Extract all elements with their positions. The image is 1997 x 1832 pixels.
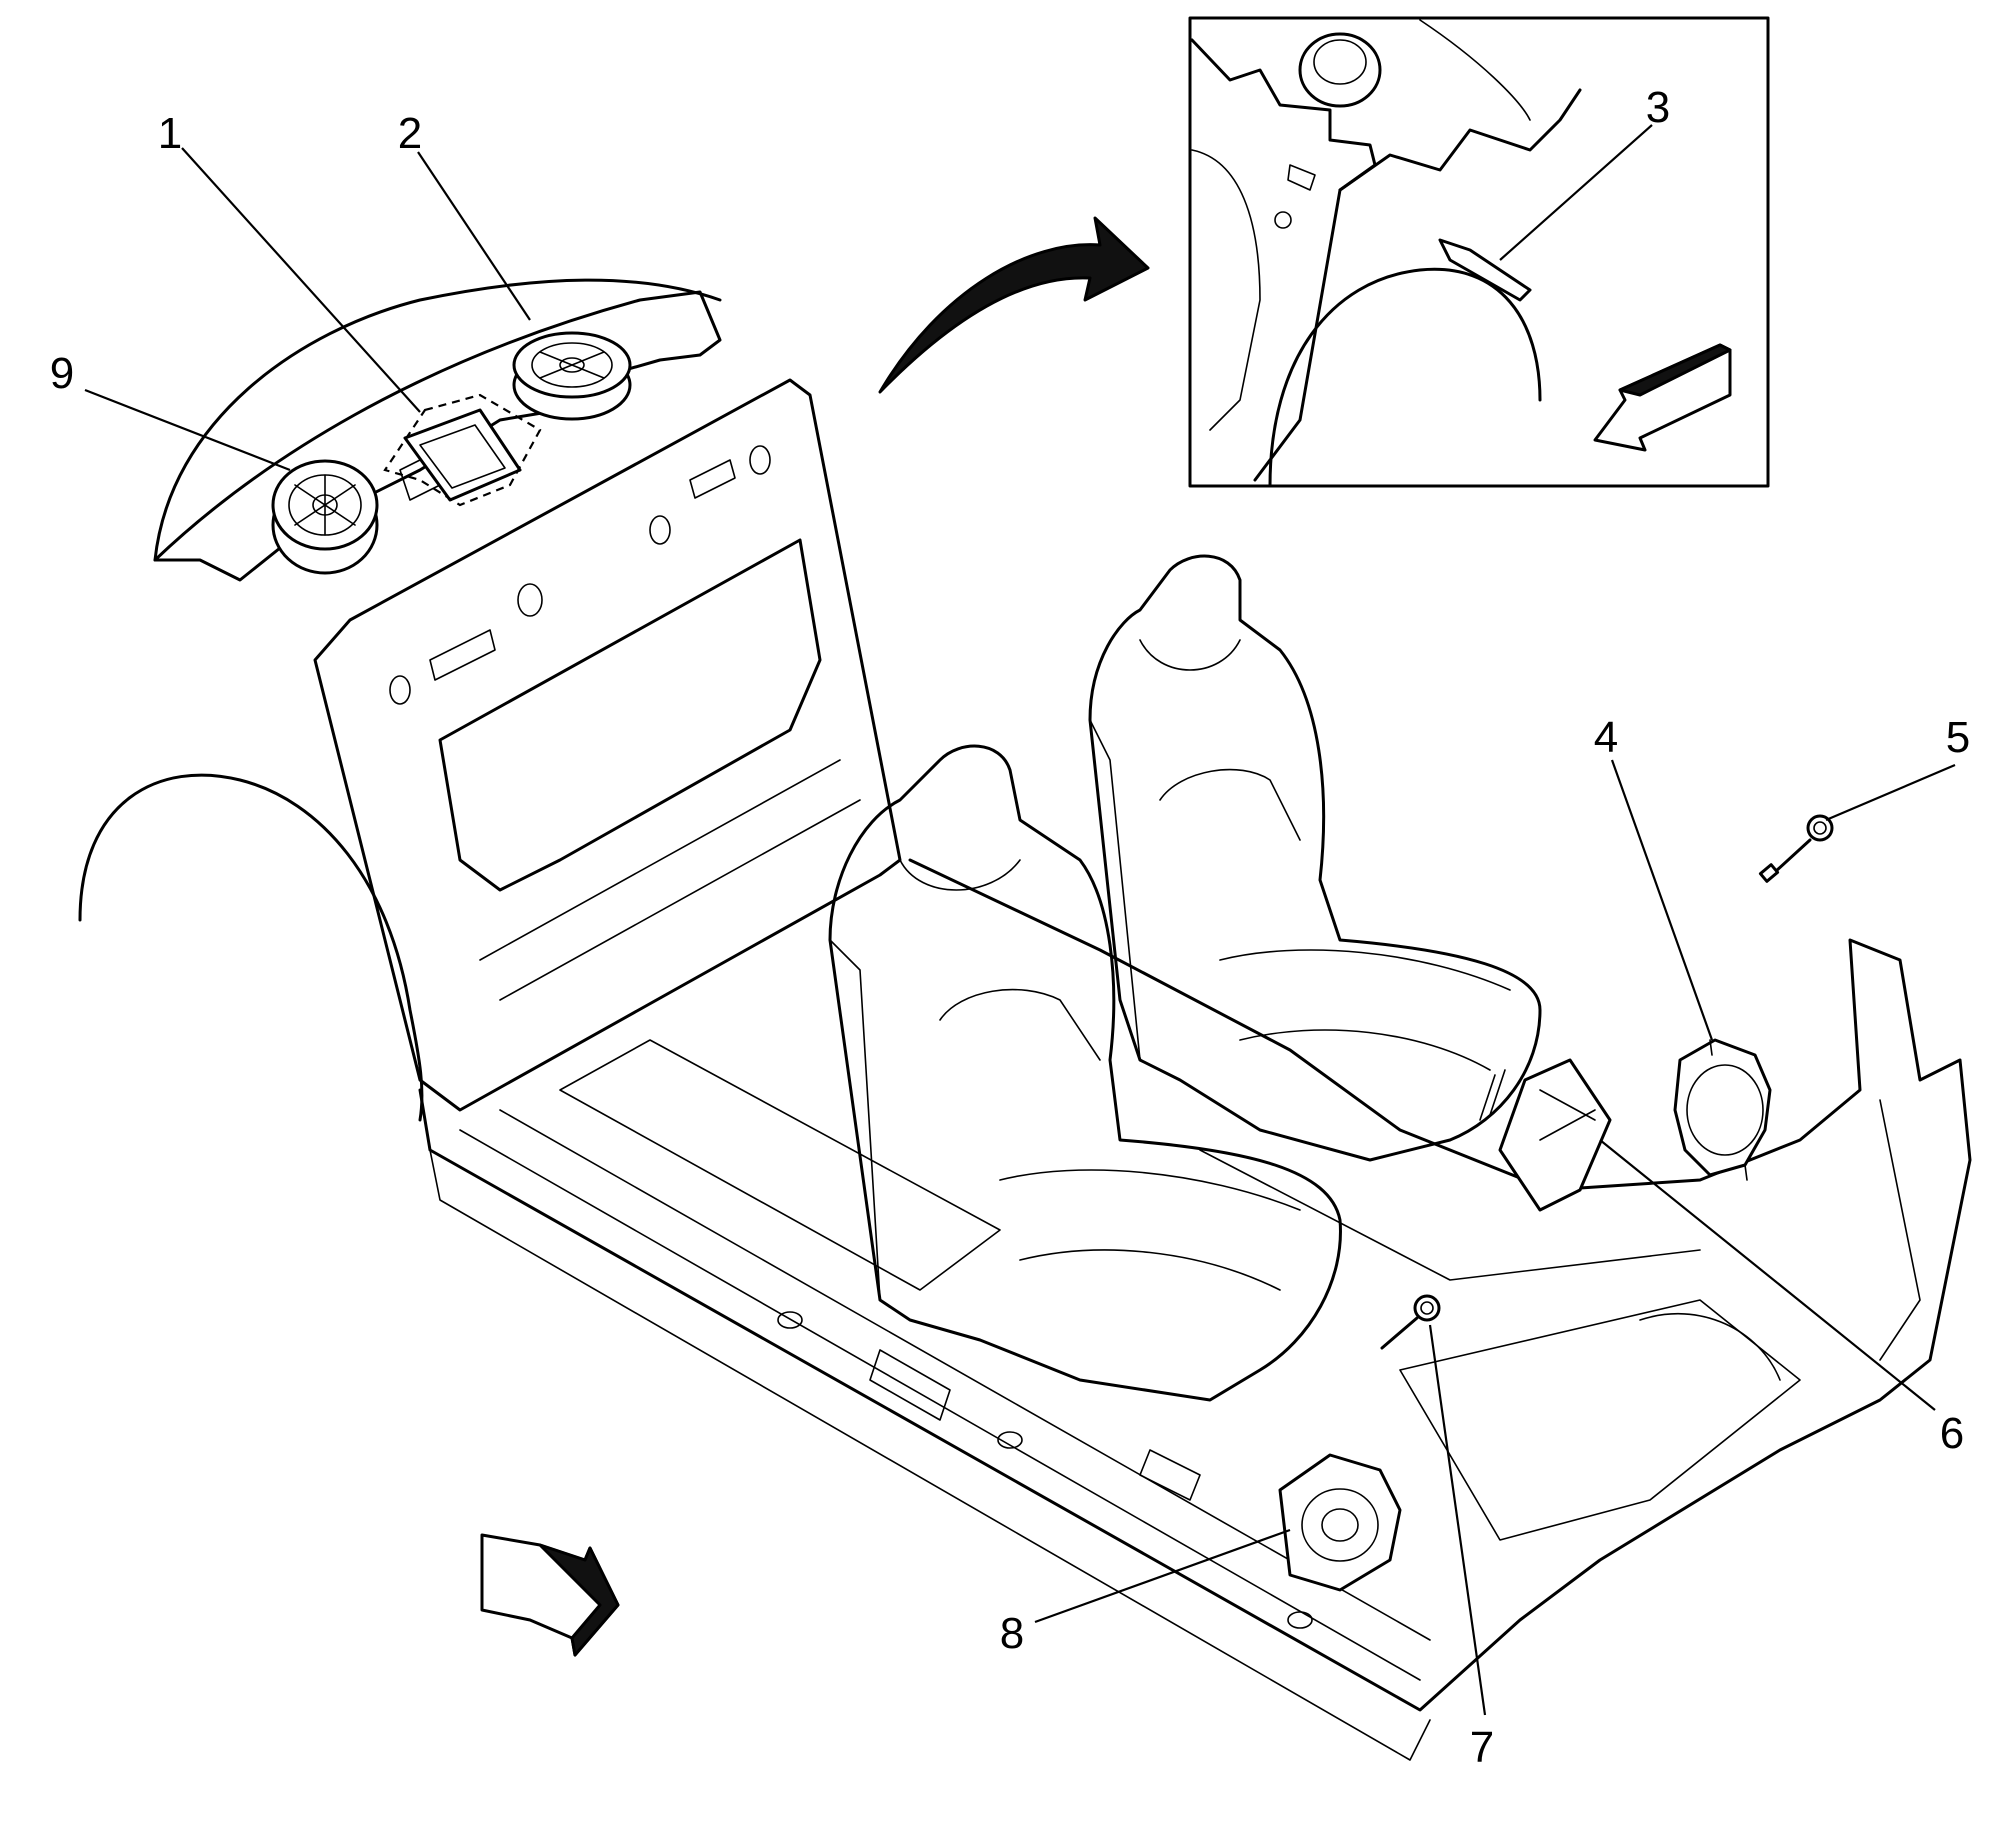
callout-1: 1 (158, 109, 182, 158)
left-seat (828, 744, 1342, 1402)
leader-6 (1599, 1139, 1936, 1411)
left-rear-shelf-speaker (271, 459, 379, 575)
leader-8 (1034, 1528, 1291, 1624)
tweeter-speaker (1758, 814, 1834, 883)
inset-front-direction-arrow (1593, 343, 1732, 452)
leader-9 (84, 388, 291, 472)
callout-5: 5 (1946, 713, 1970, 762)
leader-3 (1499, 124, 1653, 261)
rear-bulkhead-panel (313, 378, 902, 1112)
leader-5 (1825, 763, 1956, 822)
right-rear-shelf-speaker (512, 331, 632, 421)
callout-8: 8 (1000, 1609, 1024, 1658)
callout-3: 3 (1646, 83, 1670, 132)
detail-inset-box (1188, 16, 1770, 488)
left-door-speaker (1278, 1453, 1402, 1592)
callout-6: 6 (1940, 1409, 1964, 1458)
floor-pan (418, 858, 1972, 1761)
right-front-door-speaker (1673, 1038, 1772, 1181)
callout-7: 7 (1470, 1723, 1494, 1772)
callout-4: 4 (1594, 713, 1618, 762)
callout-2: 2 (398, 109, 422, 158)
radio-control-module (1479, 1058, 1612, 1212)
leader-4 (1610, 759, 1714, 1041)
leader-lines (84, 124, 1956, 1716)
leader-1 (181, 147, 421, 413)
leader-2 (417, 151, 531, 321)
right-seat (1088, 554, 1542, 1162)
amplifier (383, 393, 542, 507)
zoom-arrow (878, 216, 1150, 394)
callout-9: 9 (50, 349, 74, 398)
rear-wheel-arch (78, 773, 424, 1122)
door-tweeter-speaker (1380, 1294, 1441, 1350)
leader-7 (1428, 1324, 1487, 1716)
front-direction-arrow (480, 1533, 620, 1657)
callout-labels: 1 2 3 4 5 6 7 8 9 (50, 83, 1970, 1772)
